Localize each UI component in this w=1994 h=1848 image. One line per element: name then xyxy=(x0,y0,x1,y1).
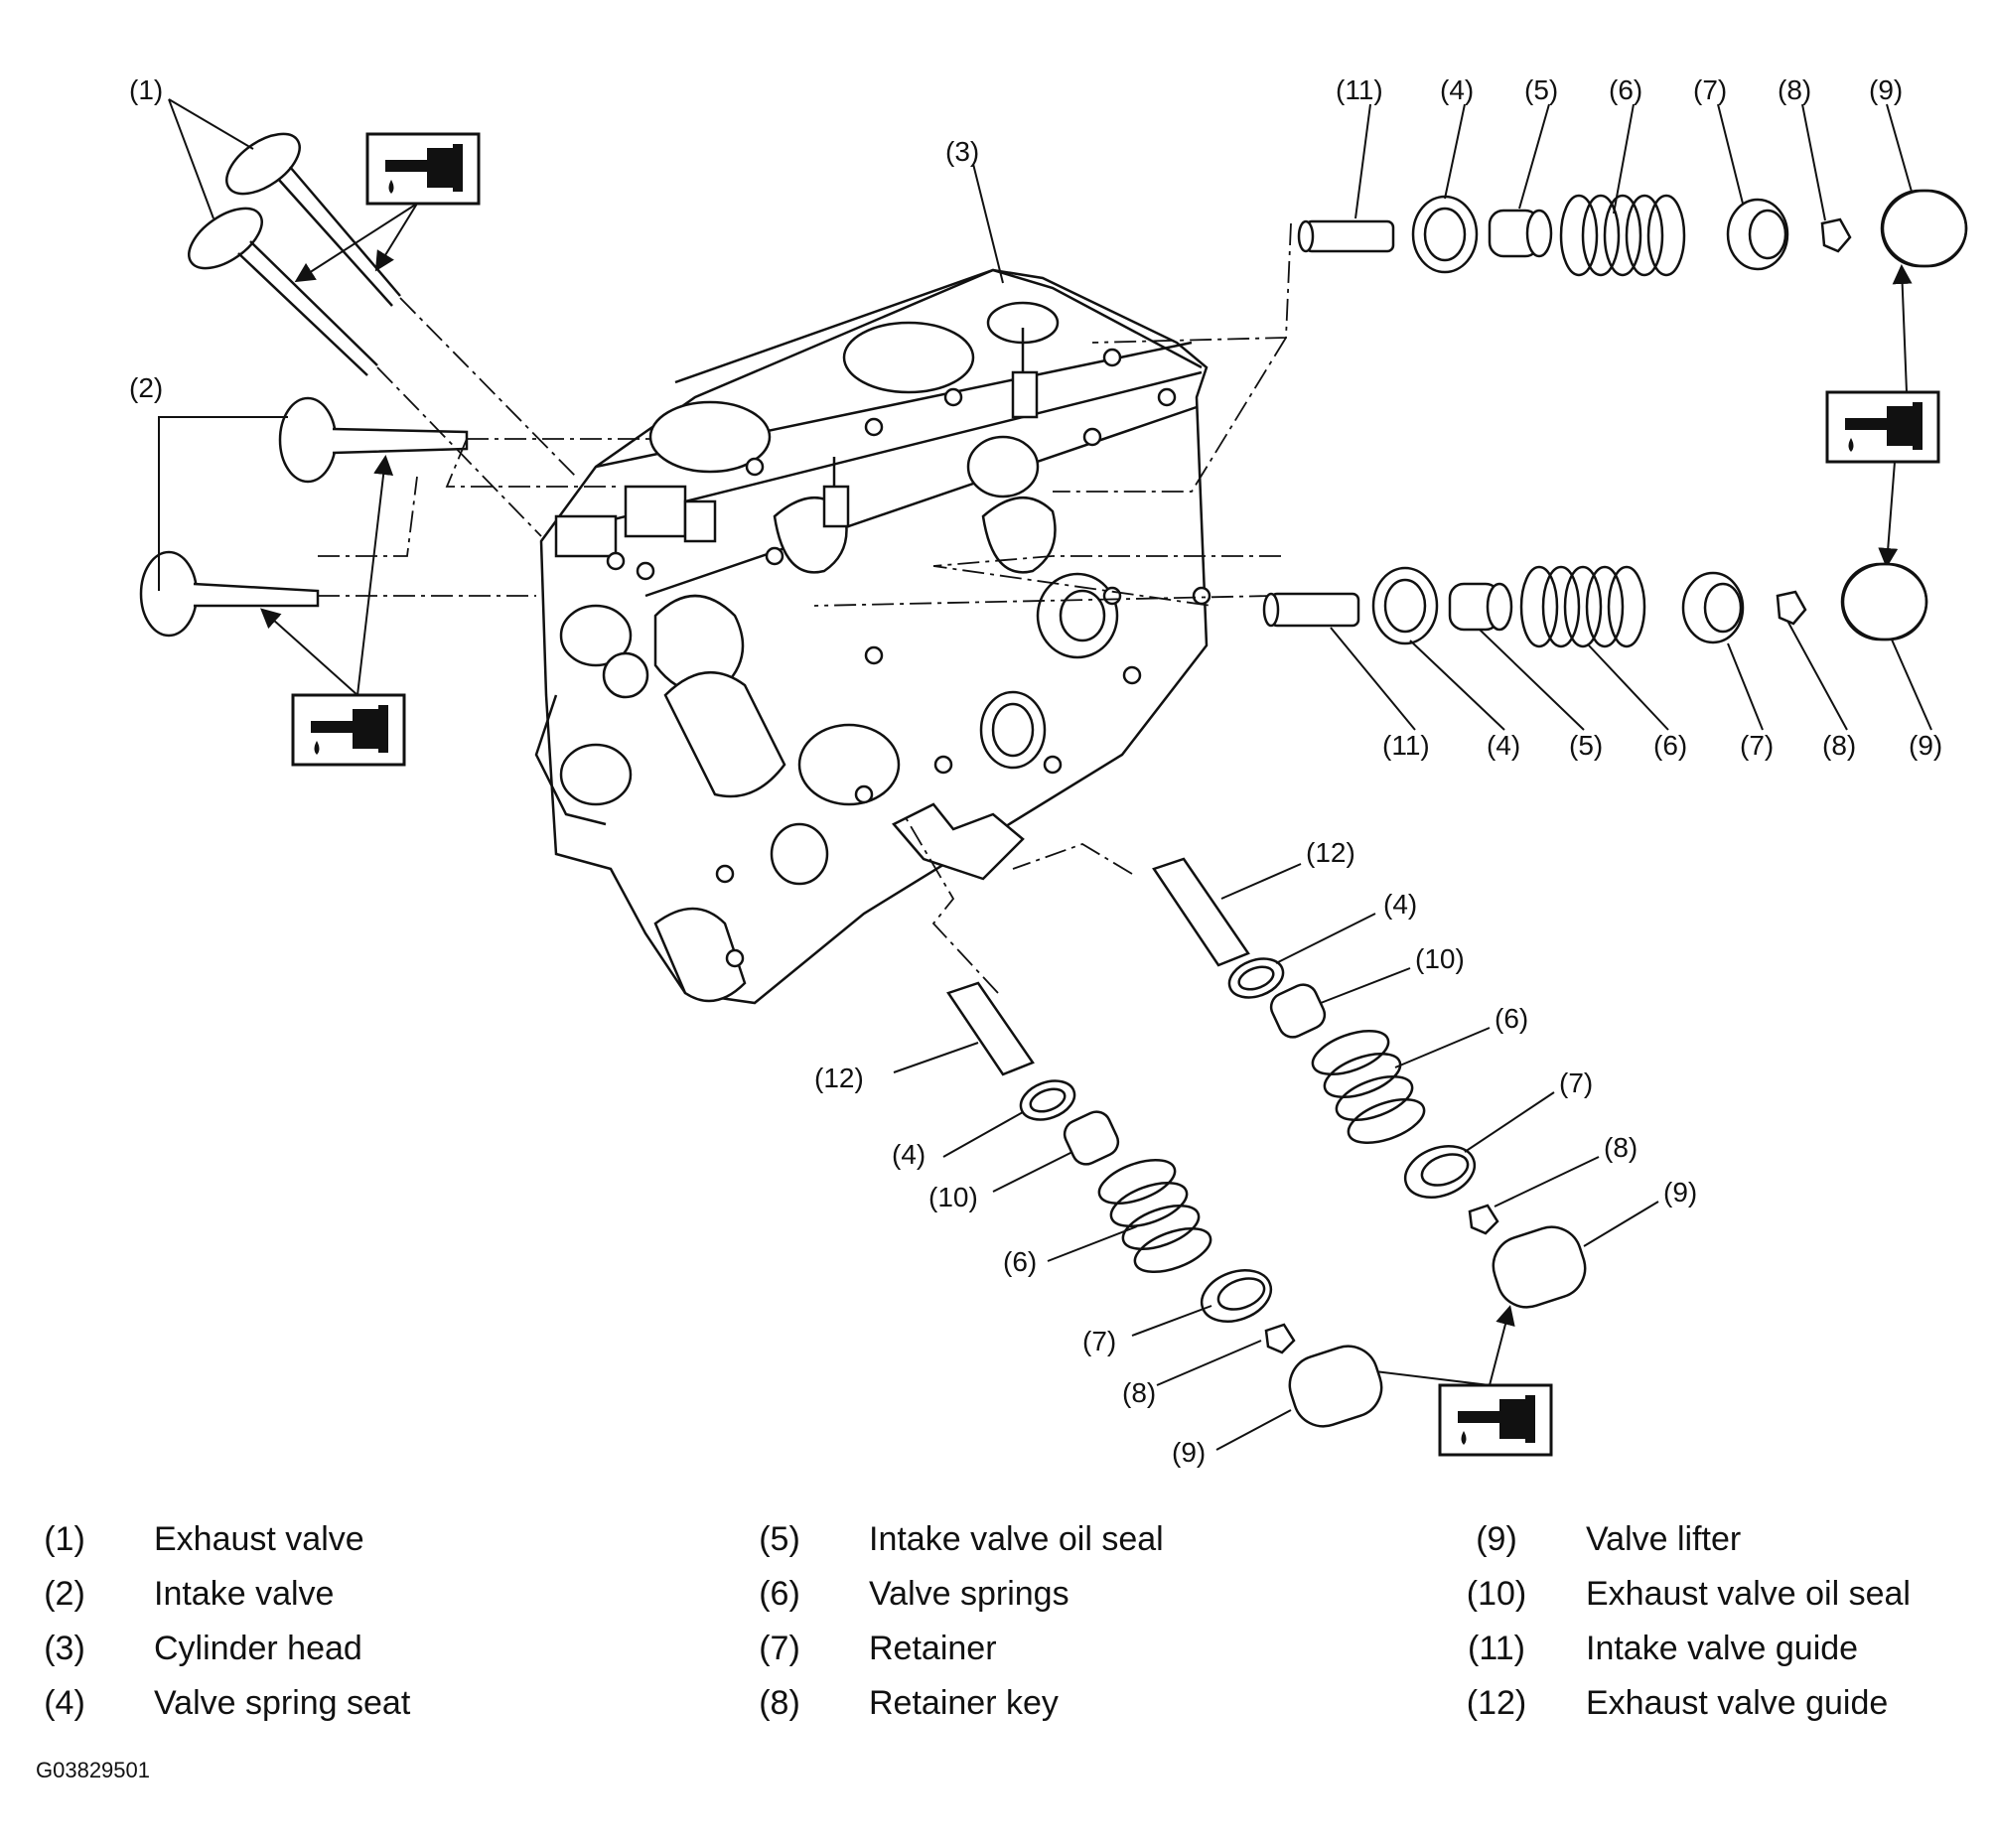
legend-label: Retainer xyxy=(869,1630,997,1667)
legend-label: Valve springs xyxy=(869,1575,1069,1613)
callout-1: (1) xyxy=(129,74,163,105)
callout-11: (11) xyxy=(1336,74,1383,105)
callout-10: (10) xyxy=(1415,943,1465,974)
intake-row-upper xyxy=(1297,189,1968,277)
legend-number: (10) xyxy=(1466,1575,1527,1613)
intake-row-lower xyxy=(1262,562,1928,648)
legend-number: (9) xyxy=(1476,1520,1517,1558)
callout-7: (7) xyxy=(1693,74,1727,105)
callout-9: (9) xyxy=(1663,1177,1697,1208)
legend-number: (5) xyxy=(759,1520,800,1558)
callout-7: (7) xyxy=(1082,1326,1116,1356)
legend-label: Valve spring seat xyxy=(154,1684,411,1722)
callout-7: (7) xyxy=(1740,730,1774,761)
exhaust-stack-right xyxy=(1152,857,1587,1309)
figure-id: G03829501 xyxy=(36,1758,150,1782)
legend-number: (4) xyxy=(44,1684,85,1722)
legend-number: (3) xyxy=(44,1630,85,1667)
exhaust-stack-left xyxy=(946,981,1383,1428)
legend-number: (11) xyxy=(1468,1630,1525,1667)
callout-12: (12) xyxy=(1306,837,1355,868)
callout-8: (8) xyxy=(1822,730,1856,761)
legend-label: Intake valve oil seal xyxy=(869,1520,1164,1558)
legend-number: (2) xyxy=(44,1575,85,1613)
callout-labels: (1) (2) (3) (11) (4) (5) (6) (7) (8) (9)… xyxy=(129,74,1942,1468)
legend-number: (8) xyxy=(759,1684,800,1722)
callout-6: (6) xyxy=(1653,730,1687,761)
legend-label: Intake valve xyxy=(154,1575,335,1613)
callout-9: (9) xyxy=(1172,1437,1206,1468)
legend-label: Retainer key xyxy=(869,1684,1059,1722)
intake-valve xyxy=(139,396,469,638)
callout-2: (2) xyxy=(129,372,163,403)
callout-12: (12) xyxy=(814,1063,864,1093)
oil-application-icon xyxy=(1438,1383,1553,1457)
callout-8: (8) xyxy=(1604,1132,1638,1163)
exploded-view-diagram: (1) (2) (3) (11) (4) (5) (6) (7) (8) (9)… xyxy=(129,74,1968,1468)
oil-application-icon xyxy=(365,132,481,206)
callout-3: (3) xyxy=(945,136,979,167)
legend-number: (1) xyxy=(44,1520,85,1558)
callout-11: (11) xyxy=(1382,730,1430,761)
exhaust-valve xyxy=(188,132,401,376)
callout-7: (7) xyxy=(1559,1067,1593,1098)
legend-number: (6) xyxy=(759,1575,800,1613)
callout-10: (10) xyxy=(928,1182,978,1212)
legend-number: (12) xyxy=(1466,1684,1527,1722)
parts-legend: (1) Exhaust valve (2) Intake valve (3) C… xyxy=(0,1519,1994,1758)
callout-5: (5) xyxy=(1524,74,1558,105)
callout-4: (4) xyxy=(1487,730,1520,761)
callout-8: (8) xyxy=(1122,1377,1156,1408)
callout-6: (6) xyxy=(1609,74,1642,105)
legend-label: Intake valve guide xyxy=(1586,1630,1859,1667)
callout-6: (6) xyxy=(1495,1003,1528,1034)
callout-9: (9) xyxy=(1869,74,1903,105)
callout-9: (9) xyxy=(1909,730,1942,761)
legend-label: Exhaust valve oil seal xyxy=(1586,1575,1911,1613)
legend-label: Valve lifter xyxy=(1586,1520,1742,1558)
callout-8: (8) xyxy=(1778,74,1811,105)
legend-label: Exhaust valve xyxy=(154,1520,364,1558)
callout-4: (4) xyxy=(892,1139,926,1170)
callout-4: (4) xyxy=(1383,889,1417,920)
oil-application-icon xyxy=(1825,390,1940,464)
legend-label: Cylinder head xyxy=(154,1630,362,1667)
legend-number: (7) xyxy=(759,1630,800,1667)
callout-5: (5) xyxy=(1569,730,1603,761)
callout-6: (6) xyxy=(1003,1246,1037,1277)
callout-4: (4) xyxy=(1440,74,1474,105)
legend-label: Exhaust valve guide xyxy=(1586,1684,1889,1722)
cylinder-head xyxy=(534,268,1211,1005)
oil-application-icon xyxy=(291,693,406,767)
